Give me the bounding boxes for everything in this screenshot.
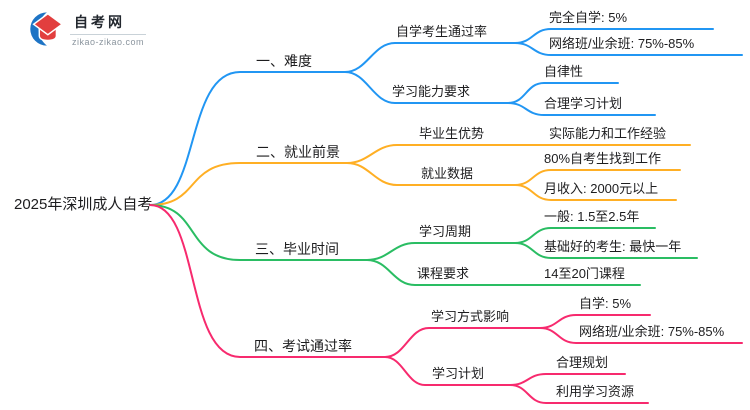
node-course-requirement: 课程要求: [417, 266, 470, 281]
node-self-study-pass-rate: 自学考生通过率: [396, 24, 488, 39]
site-url: zikao-zikao.com: [70, 33, 147, 47]
leaf-general-duration: 一般: 1.5至2.5年: [544, 209, 640, 224]
node-study-plan: 学习计划: [432, 366, 485, 381]
node-study-cycle: 学习周期: [419, 224, 472, 239]
branch-difficulty-links: [149, 28, 743, 206]
leaf-self-study-rate: 自学: 5%: [579, 296, 632, 311]
branch-employment-links: [149, 144, 691, 206]
branch-difficulty: 一、难度: [256, 53, 312, 69]
branch-exam-pass-rate: 四、考试通过率: [254, 338, 352, 354]
graduation-cap-icon: [30, 12, 64, 46]
branch-employment: 二、就业前景: [256, 144, 340, 160]
leaf-found-jobs: 80%自考生找到工作: [544, 151, 662, 166]
site-name: 自考网: [74, 13, 125, 30]
leaf-course-count: 14至20门课程: [544, 266, 625, 281]
node-root: 2025年深圳成人自考: [14, 196, 153, 213]
node-study-mode-impact: 学习方式影响: [431, 309, 510, 324]
leaf-fastest-duration: 基础好的考生: 最快一年: [544, 239, 682, 254]
branch-graduation-time: 三、毕业时间: [255, 241, 339, 257]
leaf-reasonable-study-plan: 合理学习计划: [544, 96, 623, 111]
branch-graduation-links: [149, 204, 698, 286]
leaf-full-self-study-rate: 完全自学: 5%: [549, 10, 628, 25]
leaf-reasonable-planning: 合理规划: [556, 355, 609, 370]
leaf-learning-resources: 利用学习资源: [556, 384, 635, 399]
leaf-practical-experience: 实际能力和工作经验: [549, 126, 667, 141]
leaf-self-discipline: 自律性: [544, 64, 584, 79]
logo: 自考网 zikao-zikao.com: [26, 10, 147, 48]
node-graduate-advantage: 毕业生优势: [419, 126, 485, 141]
node-learning-ability: 学习能力要求: [392, 84, 471, 99]
leaf-monthly-income: 月收入: 2000元以上: [544, 181, 659, 196]
branch-pass-rate-links: [149, 204, 743, 404]
leaf-online-rate: 网络班/业余班: 75%-85%: [579, 324, 725, 339]
leaf-online-class-rate: 网络班/业余班: 75%-85%: [549, 36, 695, 51]
node-employment-data: 就业数据: [421, 166, 474, 181]
